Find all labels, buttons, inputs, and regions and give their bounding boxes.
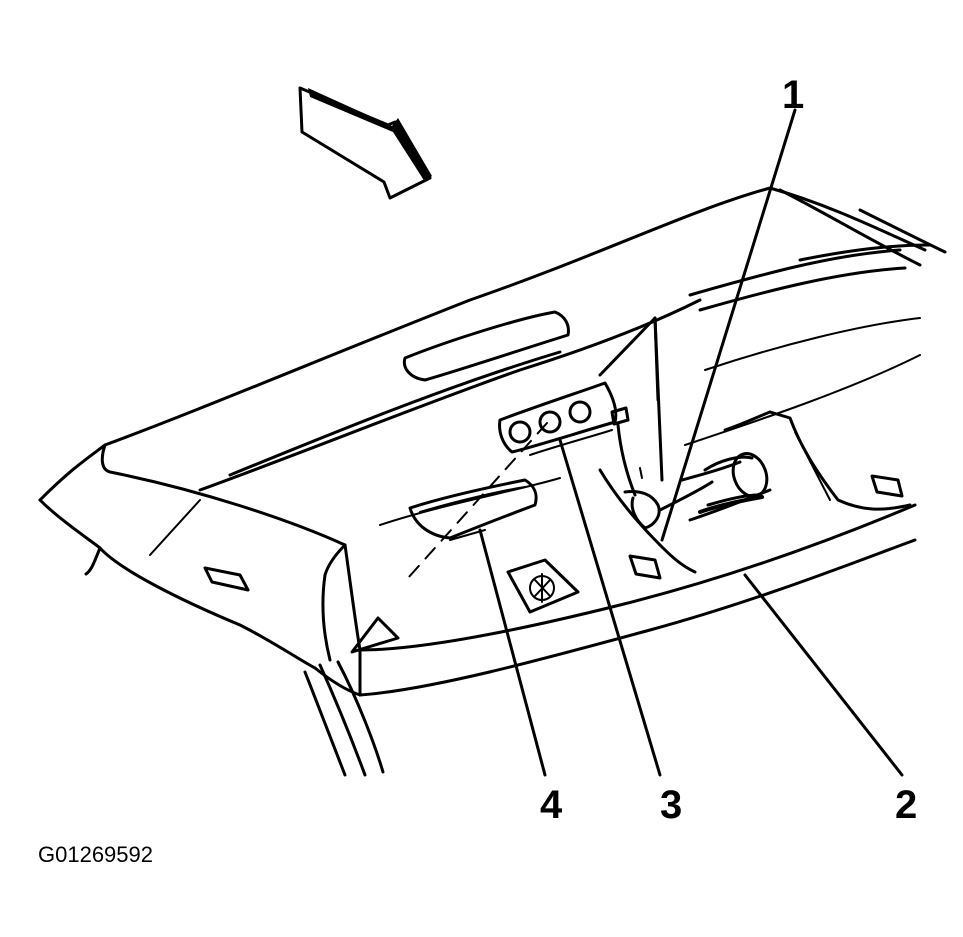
console-opening bbox=[598, 316, 912, 522]
direction-arrow-icon bbox=[298, 86, 432, 200]
clip-tabs bbox=[203, 474, 904, 592]
triangle-marker-icon bbox=[350, 616, 400, 654]
console-housing bbox=[498, 381, 630, 456]
headliner-panel bbox=[38, 186, 947, 697]
wiring-harness bbox=[598, 423, 714, 574]
leader-line-4 bbox=[478, 528, 547, 777]
dashed-alignment-line bbox=[407, 422, 548, 579]
lamp-lens bbox=[408, 478, 538, 541]
figure-id: G01269592 bbox=[38, 842, 153, 867]
callout-4: 4 bbox=[540, 783, 563, 827]
callout-1: 1 bbox=[782, 73, 804, 117]
roof-opening bbox=[402, 310, 570, 382]
callout-2: 2 bbox=[895, 783, 917, 827]
leader-line-1 bbox=[660, 108, 797, 542]
leader-line-3 bbox=[558, 438, 662, 777]
pillar-lines bbox=[303, 660, 385, 777]
leader-lines bbox=[407, 108, 904, 777]
callout-3: 3 bbox=[660, 783, 682, 827]
speaker-grille-icon bbox=[506, 558, 580, 614]
leader-line-2 bbox=[743, 573, 904, 777]
